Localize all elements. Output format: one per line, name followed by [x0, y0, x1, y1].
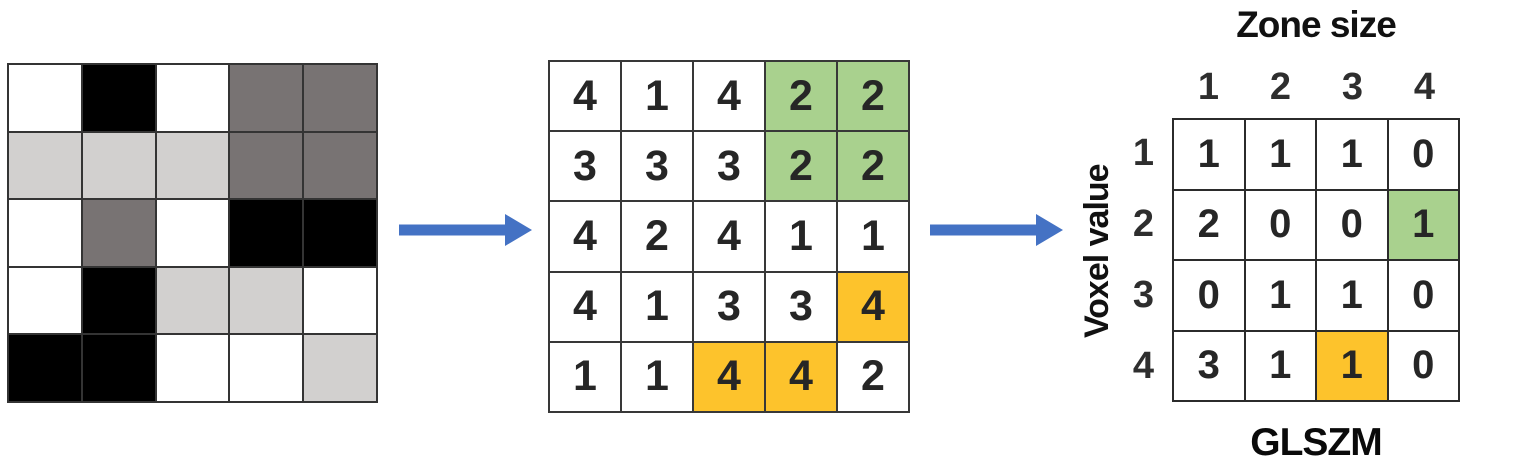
- image-pixel-white: [304, 267, 376, 334]
- voxel-value-cell: 3: [766, 272, 836, 341]
- glszm-cell: 1: [1245, 120, 1315, 189]
- glszm-cell: 1: [1245, 261, 1315, 330]
- image-pixel-light-gray: [156, 132, 229, 199]
- voxel-value-cell: 2: [766, 132, 836, 201]
- voxel-value-cell: 4: [550, 62, 620, 131]
- zone-size-col-header: 2: [1269, 65, 1291, 108]
- image-pixel-dark-gray: [82, 200, 155, 266]
- arrow-right-icon: [399, 214, 532, 246]
- glszm-cell: 0: [1388, 261, 1458, 330]
- image-pixel-light-gray: [230, 267, 303, 334]
- glszm-cell: 1: [1174, 120, 1244, 189]
- arrow-right-shape: [399, 214, 532, 246]
- arrow-right-shape: [930, 214, 1063, 246]
- voxel-value-cell: 2: [766, 62, 836, 131]
- voxel-value-axis-title: Voxel value: [1078, 164, 1116, 338]
- voxel-value-cell: 4: [838, 272, 908, 341]
- image-pixel-black: [304, 200, 376, 266]
- voxel-value-cell: 4: [694, 62, 764, 131]
- image-pixel-black: [82, 267, 155, 334]
- arrow-right-icon: [930, 214, 1063, 246]
- voxel-value-cell: 4: [694, 202, 764, 271]
- voxel-value-row-header: 4: [1132, 345, 1154, 387]
- glszm-cell: 0: [1174, 261, 1244, 330]
- voxel-value-row-header: 1: [1132, 132, 1154, 174]
- voxel-value-cell: 2: [838, 342, 908, 411]
- voxel-value-cell: 1: [622, 62, 692, 131]
- voxel-value-cell: 1: [766, 202, 836, 271]
- glszm-cell: 3: [1174, 331, 1244, 400]
- image-pixel-white: [9, 267, 81, 334]
- image-pixel-white: [230, 335, 303, 401]
- zone-size-column-headers: 1 2 3 4: [1172, 62, 1460, 112]
- voxel-value-cell: 2: [622, 202, 692, 271]
- glszm-cell: 0: [1388, 331, 1458, 400]
- image-pixel-white: [156, 65, 229, 131]
- image-pixel-white: [9, 65, 81, 131]
- voxel-value-cell: 3: [694, 272, 764, 341]
- voxel-value-row-header: 3: [1132, 274, 1154, 316]
- gray-level-image-grid: [7, 63, 378, 403]
- voxel-value-cell: 3: [550, 132, 620, 201]
- voxel-value-cell: 2: [838, 132, 908, 201]
- image-pixel-black: [230, 200, 303, 266]
- image-pixel-light-gray: [82, 132, 155, 199]
- image-pixel-light-gray: [9, 132, 81, 199]
- voxel-value-row-headers: 1 2 3 4: [1118, 118, 1168, 402]
- voxel-value-cell: 1: [622, 342, 692, 411]
- image-pixel-light-gray: [156, 267, 229, 334]
- glszm-cell: 2: [1174, 190, 1244, 259]
- voxel-value-cell: 1: [838, 202, 908, 271]
- glszm-cell: 1: [1317, 120, 1387, 189]
- voxel-value-cell: 4: [550, 272, 620, 341]
- zone-size-col-header: 1: [1197, 65, 1219, 108]
- voxel-value-cell: 4: [766, 342, 836, 411]
- glszm-cell: 1: [1317, 261, 1387, 330]
- glszm-cell: 0: [1317, 190, 1387, 259]
- image-pixel-dark-gray: [304, 132, 376, 199]
- glszm-caption: GLSZM: [1250, 421, 1382, 464]
- voxel-value-cell: 1: [622, 272, 692, 341]
- glszm-cell: 0: [1388, 120, 1458, 189]
- image-pixel-dark-gray: [230, 65, 303, 131]
- image-pixel-black: [82, 335, 155, 401]
- image-pixel-white: [156, 200, 229, 266]
- image-pixel-dark-gray: [304, 65, 376, 131]
- zone-size-col-header: 3: [1341, 65, 1363, 108]
- voxel-value-cell: 3: [622, 132, 692, 201]
- image-pixel-black: [9, 335, 81, 401]
- voxel-value-cell: 4: [550, 202, 620, 271]
- voxel-value-cell: 3: [694, 132, 764, 201]
- image-pixel-black: [82, 65, 155, 131]
- image-pixel-light-gray: [304, 335, 376, 401]
- zone-size-axis-title: Zone size: [1236, 4, 1397, 45]
- glszm-cell: 0: [1245, 190, 1315, 259]
- glszm-cell: 1: [1388, 190, 1458, 259]
- image-pixel-white: [156, 335, 229, 401]
- glszm-cell: 1: [1245, 331, 1315, 400]
- voxel-value-cell: 1: [550, 342, 620, 411]
- voxel-value-cell: 4: [694, 342, 764, 411]
- glszm-cell: 1: [1317, 331, 1387, 400]
- voxel-value-row-header: 2: [1132, 203, 1154, 245]
- image-pixel-dark-gray: [230, 132, 303, 199]
- voxel-value-cell: 2: [838, 62, 908, 131]
- zone-size-col-header: 4: [1413, 65, 1435, 108]
- image-pixel-white: [9, 200, 81, 266]
